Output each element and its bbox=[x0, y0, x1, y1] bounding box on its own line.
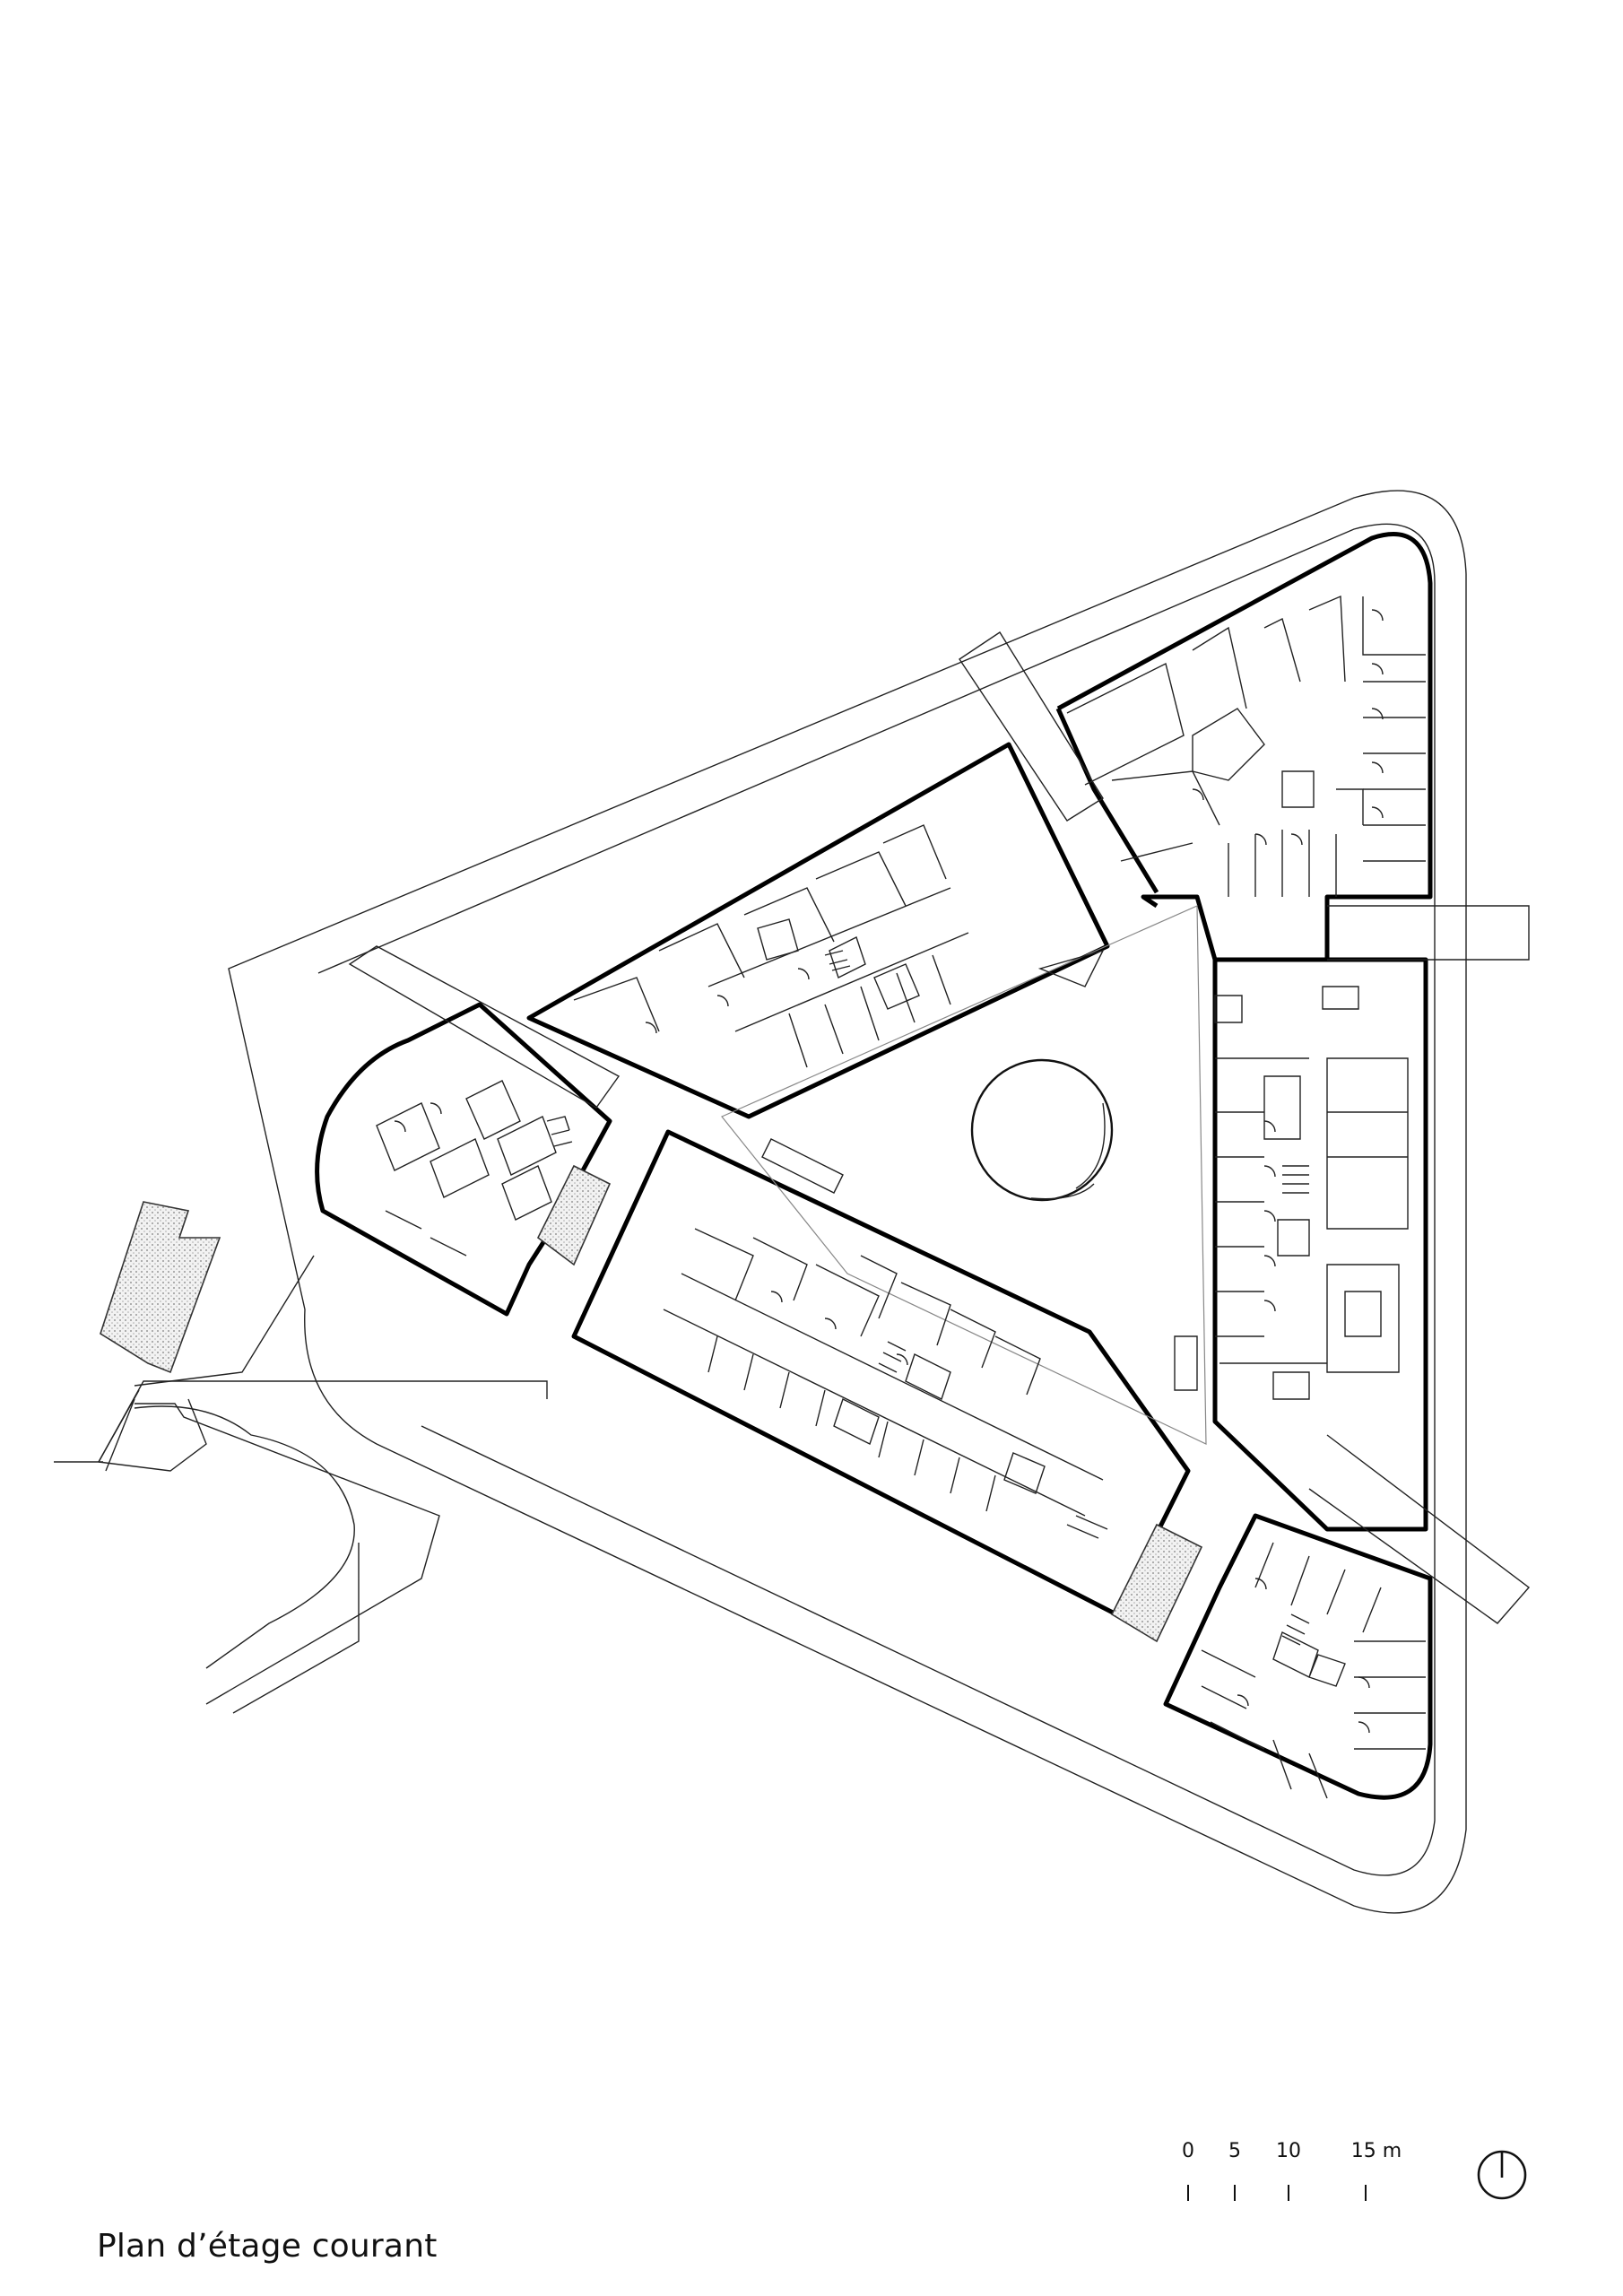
north-wing-rooms bbox=[1066, 595, 1426, 897]
site-hatched-plot bbox=[100, 1201, 221, 1374]
site-context bbox=[54, 1201, 548, 1714]
bridges bbox=[348, 631, 1531, 1624]
scale-label-5: 5 bbox=[1228, 2140, 1241, 2162]
courtyard bbox=[721, 905, 1207, 1445]
southwest-wing-rooms bbox=[663, 1228, 1108, 1539]
door-swings bbox=[394, 609, 1384, 1734]
northwest-wing-rooms bbox=[573, 824, 969, 1068]
scale-label-15: 15 m bbox=[1350, 2140, 1402, 2162]
hatched-cores bbox=[536, 1164, 1203, 1643]
west-wing-rooms bbox=[376, 1080, 573, 1257]
scale-bar bbox=[1187, 2185, 1367, 2201]
scale-label-10: 10 bbox=[1276, 2140, 1301, 2162]
southeast-wing-rooms bbox=[1201, 1542, 1426, 1799]
building-outline bbox=[315, 532, 1433, 1800]
plan-caption: Plan d’étage courant bbox=[97, 2228, 438, 2265]
scale-label-0: 0 bbox=[1182, 2140, 1194, 2162]
pavement-outline bbox=[228, 490, 1467, 1914]
east-wing-rooms bbox=[1214, 986, 1409, 1400]
north-arrow-icon bbox=[1477, 2150, 1527, 2200]
courtyard-circle bbox=[970, 1058, 1114, 1202]
